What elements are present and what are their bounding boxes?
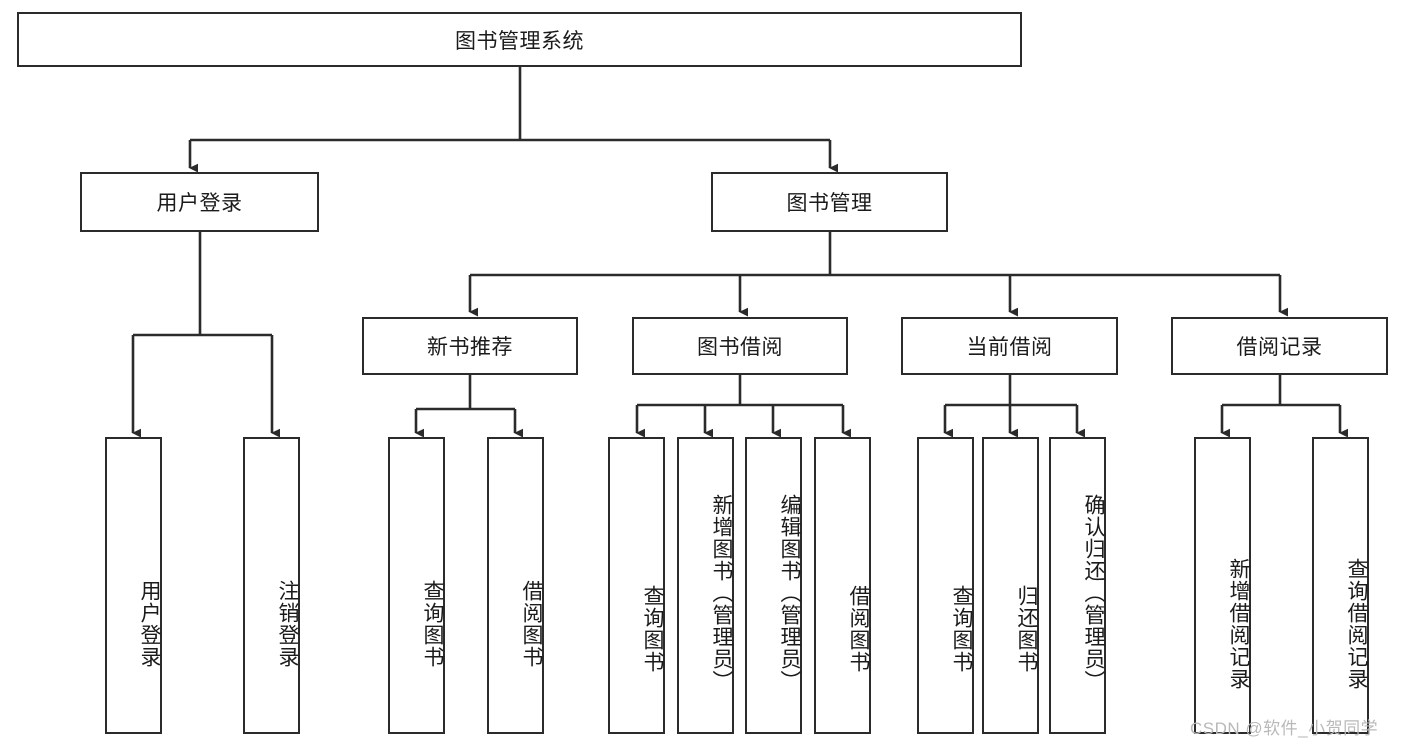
leaf-label: 查询图书 xyxy=(421,579,444,668)
leaf-label: 编辑图书（管理员） xyxy=(778,493,801,692)
leaf-label: 查询借阅记录 xyxy=(1345,557,1368,690)
node-current-borrow[interactable]: 当前借阅 xyxy=(901,317,1118,375)
node-new-book-recommend[interactable]: 新书推荐 xyxy=(362,317,578,375)
leaf-borrow-edit-book-admin[interactable]: 编辑图书（管理员） xyxy=(745,437,802,734)
leaf-borrow-query-book[interactable]: 查询图书 xyxy=(608,437,665,734)
node-book-borrow-label: 图书借阅 xyxy=(697,336,783,359)
leaf-label: 注销登录 xyxy=(276,579,299,668)
node-user-login-label: 用户登录 xyxy=(156,192,243,215)
leaf-recommend-query-book[interactable]: 查询图书 xyxy=(388,437,445,734)
node-book-management[interactable]: 图书管理 xyxy=(711,172,948,232)
leaf-label: 用户登录 xyxy=(138,579,161,668)
leaf-label: 查询图书 xyxy=(641,584,664,673)
csdn-watermark: CSDN @软件_小贺同学 xyxy=(1190,719,1379,738)
leaf-user-login-logout[interactable]: 注销登录 xyxy=(243,437,300,734)
node-current-borrow-label: 当前借阅 xyxy=(966,336,1053,359)
leaf-record-query-record[interactable]: 查询借阅记录 xyxy=(1312,437,1369,734)
node-root-label: 图书管理系统 xyxy=(455,29,584,53)
leaf-recommend-borrow-book[interactable]: 借阅图书 xyxy=(487,437,544,734)
node-book-borrow[interactable]: 图书借阅 xyxy=(632,317,848,375)
leaf-current-return-book[interactable]: 归还图书 xyxy=(982,437,1039,734)
node-borrow-record-label: 借阅记录 xyxy=(1236,336,1323,359)
node-new-book-recommend-label: 新书推荐 xyxy=(427,336,513,359)
node-book-management-label: 图书管理 xyxy=(786,192,873,215)
leaf-label: 新增图书（管理员） xyxy=(710,493,733,692)
leaf-user-login-login[interactable]: 用户登录 xyxy=(105,437,162,734)
leaf-label: 查询图书 xyxy=(950,584,973,673)
leaf-record-add-record[interactable]: 新增借阅记录 xyxy=(1194,437,1251,734)
leaf-label: 借阅图书 xyxy=(847,584,870,673)
node-root-system[interactable]: 图书管理系统 xyxy=(17,12,1022,67)
leaf-label: 借阅图书 xyxy=(520,579,543,668)
leaf-current-query-book[interactable]: 查询图书 xyxy=(917,437,974,734)
leaf-label: 新增借阅记录 xyxy=(1227,557,1250,690)
leaf-borrow-borrow-book[interactable]: 借阅图书 xyxy=(814,437,871,734)
leaf-current-confirm-return-admin[interactable]: 确认归还（管理员） xyxy=(1049,437,1106,734)
node-borrow-record[interactable]: 借阅记录 xyxy=(1171,317,1388,375)
leaf-label: 确认归还（管理员） xyxy=(1082,493,1105,692)
leaf-borrow-add-book-admin[interactable]: 新增图书（管理员） xyxy=(677,437,734,734)
leaf-label: 归还图书 xyxy=(1015,584,1038,673)
node-user-login[interactable]: 用户登录 xyxy=(80,172,319,232)
